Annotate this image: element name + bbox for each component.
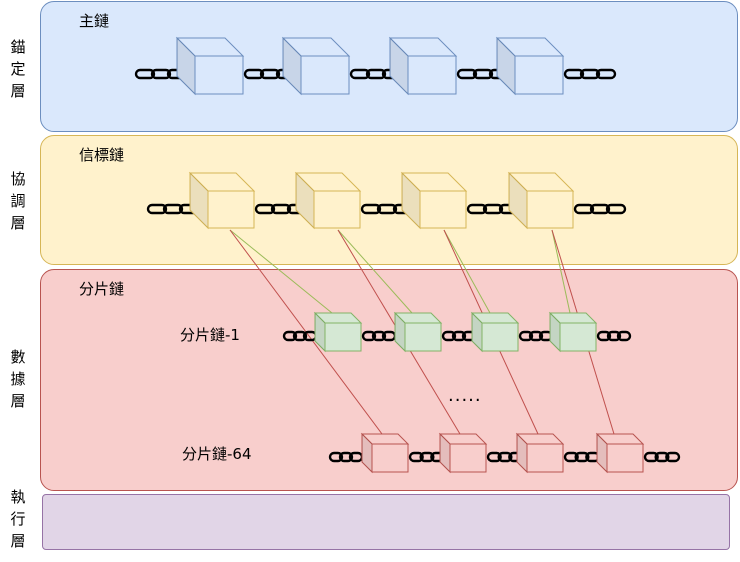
shard1-block-3 <box>470 311 520 353</box>
link-beacon-to-shard1-4 <box>551 229 571 314</box>
beacon-chain-block-2 <box>294 171 362 230</box>
shard64-link-0 <box>328 451 364 463</box>
coordination-layer-label: 協調層 <box>10 170 26 232</box>
shard-64-label: 分片鏈-64 <box>182 445 252 463</box>
shard64-block-2 <box>438 432 488 474</box>
shard1-link-4 <box>596 330 632 342</box>
shard64-block-3 <box>515 432 565 474</box>
beacon-chain-title: 信標鏈 <box>79 146 125 164</box>
shard64-link-4 <box>643 451 681 463</box>
data-layer-label: 數據層 <box>10 348 26 410</box>
main-chain-title: 主鏈 <box>79 12 110 30</box>
anchor-layer-panel <box>40 1 738 132</box>
main-chain-block-3 <box>388 36 458 96</box>
execution-layer-panel <box>42 494 730 550</box>
beacon-chain-block-1 <box>188 171 256 230</box>
execution-layer-label: 執行層 <box>10 488 26 550</box>
shard64-block-1 <box>360 432 410 474</box>
anchor-layer-label: 錨定層 <box>10 38 26 100</box>
shard1-block-1 <box>313 311 363 353</box>
shard64-link-1 <box>408 451 446 463</box>
shard1-block-4 <box>548 311 598 353</box>
beacon-chain-block-3 <box>400 171 468 230</box>
shard1-block-2 <box>393 311 443 353</box>
beacon-chain-link-4 <box>573 203 627 215</box>
main-chain-block-4 <box>495 36 565 96</box>
shard-ellipsis: ..... <box>448 385 482 406</box>
link-beacon-to-shard1-1 <box>229 229 333 314</box>
link-beacon-to-shard1-3 <box>443 229 491 314</box>
coordination-layer-panel <box>40 135 738 265</box>
shard-chain-title: 分片鏈 <box>79 280 125 298</box>
shard64-block-4 <box>595 432 645 474</box>
beacon-chain-block-4 <box>507 171 575 230</box>
main-chain-link-4 <box>563 68 617 80</box>
shard1-link-1 <box>361 330 397 342</box>
shard1-link-2 <box>441 330 477 342</box>
main-chain-block-2 <box>281 36 351 96</box>
main-chain-block-1 <box>175 36 245 96</box>
shard64-link-3 <box>563 451 601 463</box>
shard1-link-3 <box>518 330 554 342</box>
shard1-link-0 <box>282 330 318 342</box>
shard-1-label: 分片鏈-1 <box>180 326 240 344</box>
link-beacon-to-shard1-2 <box>337 229 413 314</box>
